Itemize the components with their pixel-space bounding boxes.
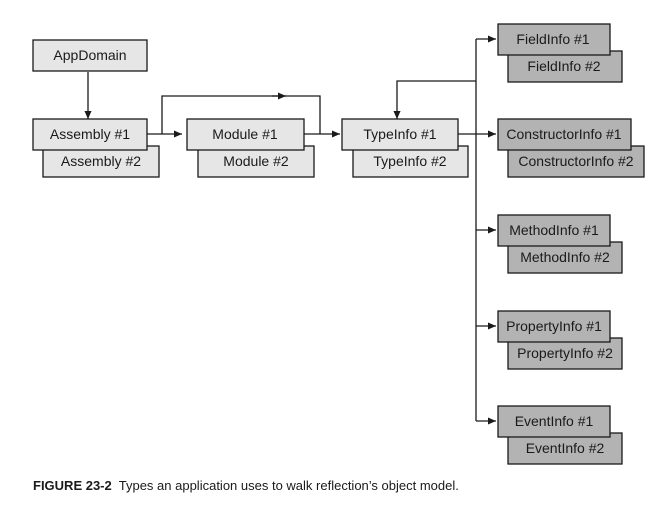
assembly-2-label: Assembly #2 bbox=[61, 153, 141, 169]
propertyinfo-2-label: PropertyInfo #2 bbox=[517, 345, 613, 361]
typeinfo-node: TypeInfo #1 TypeInfo #2 bbox=[341, 118, 469, 178]
module-1-label: Module #1 bbox=[212, 126, 278, 142]
propertyinfo-1-label: PropertyInfo #1 bbox=[506, 318, 602, 334]
edge-assembly-module-loop bbox=[161, 95, 286, 134]
methodinfo-1-label: MethodInfo #1 bbox=[509, 222, 599, 238]
module-2-label: Module #2 bbox=[223, 153, 289, 169]
figure-caption-text: Types an application uses to walk reflec… bbox=[118, 478, 459, 493]
methodinfo-2-label: MethodInfo #2 bbox=[520, 249, 610, 265]
connectors bbox=[84, 35, 496, 425]
fieldinfo-node: FieldInfo #1 FieldInfo #2 bbox=[497, 23, 623, 83]
constructorinfo-1-box bbox=[497, 118, 632, 151]
object-model-diagram: AppDomain Assembly #1 Assembly #2 Module… bbox=[32, 23, 645, 465]
fieldinfo-1-box bbox=[497, 23, 611, 56]
edge-loop-down bbox=[286, 95, 321, 134]
typeinfo-2-box bbox=[352, 145, 469, 178]
edge-typeinfo-self-loop bbox=[393, 80, 476, 119]
appdomain-label: AppDomain bbox=[53, 47, 126, 63]
module-2-box bbox=[197, 145, 315, 178]
assembly-2-box bbox=[42, 145, 160, 178]
figure-caption-label: FIGURE 23-2 bbox=[33, 478, 112, 493]
propertyinfo-node: PropertyInfo #1 PropertyInfo #2 bbox=[497, 310, 623, 370]
eventinfo-2-label: EventInfo #2 bbox=[526, 440, 605, 456]
module-node: Module #1 Module #2 bbox=[186, 118, 315, 178]
propertyinfo-1-box bbox=[497, 310, 611, 343]
typeinfo-1-label: TypeInfo #1 bbox=[363, 126, 436, 142]
appdomain-node: AppDomain bbox=[32, 39, 148, 72]
assembly-1-label: Assembly #1 bbox=[50, 126, 130, 142]
constructorinfo-1-label: ConstructorInfo #1 bbox=[506, 126, 621, 142]
methodinfo-2-box bbox=[507, 241, 623, 274]
figure-caption: FIGURE 23-2 Types an application uses to… bbox=[33, 478, 459, 493]
constructorinfo-2-box bbox=[507, 145, 645, 178]
module-1-box bbox=[186, 118, 305, 151]
propertyinfo-2-box bbox=[507, 337, 623, 370]
fieldinfo-2-label: FieldInfo #2 bbox=[527, 58, 600, 74]
constructorinfo-2-label: ConstructorInfo #2 bbox=[518, 153, 633, 169]
eventinfo-1-label: EventInfo #1 bbox=[515, 413, 594, 429]
typeinfo-1-box bbox=[341, 118, 459, 151]
eventinfo-node: EventInfo #1 EventInfo #2 bbox=[497, 405, 623, 465]
methodinfo-1-box bbox=[497, 214, 611, 247]
typeinfo-2-label: TypeInfo #2 bbox=[373, 153, 446, 169]
assembly-1-box bbox=[32, 118, 148, 151]
constructorinfo-node: ConstructorInfo #1 ConstructorInfo #2 bbox=[497, 118, 645, 178]
fieldinfo-1-label: FieldInfo #1 bbox=[516, 31, 589, 47]
eventinfo-1-box bbox=[497, 405, 611, 438]
methodinfo-node: MethodInfo #1 MethodInfo #2 bbox=[497, 214, 623, 274]
fieldinfo-2-box bbox=[507, 50, 623, 83]
eventinfo-2-box bbox=[507, 432, 623, 465]
assembly-node: Assembly #1 Assembly #2 bbox=[32, 118, 160, 178]
appdomain-box bbox=[32, 39, 148, 72]
